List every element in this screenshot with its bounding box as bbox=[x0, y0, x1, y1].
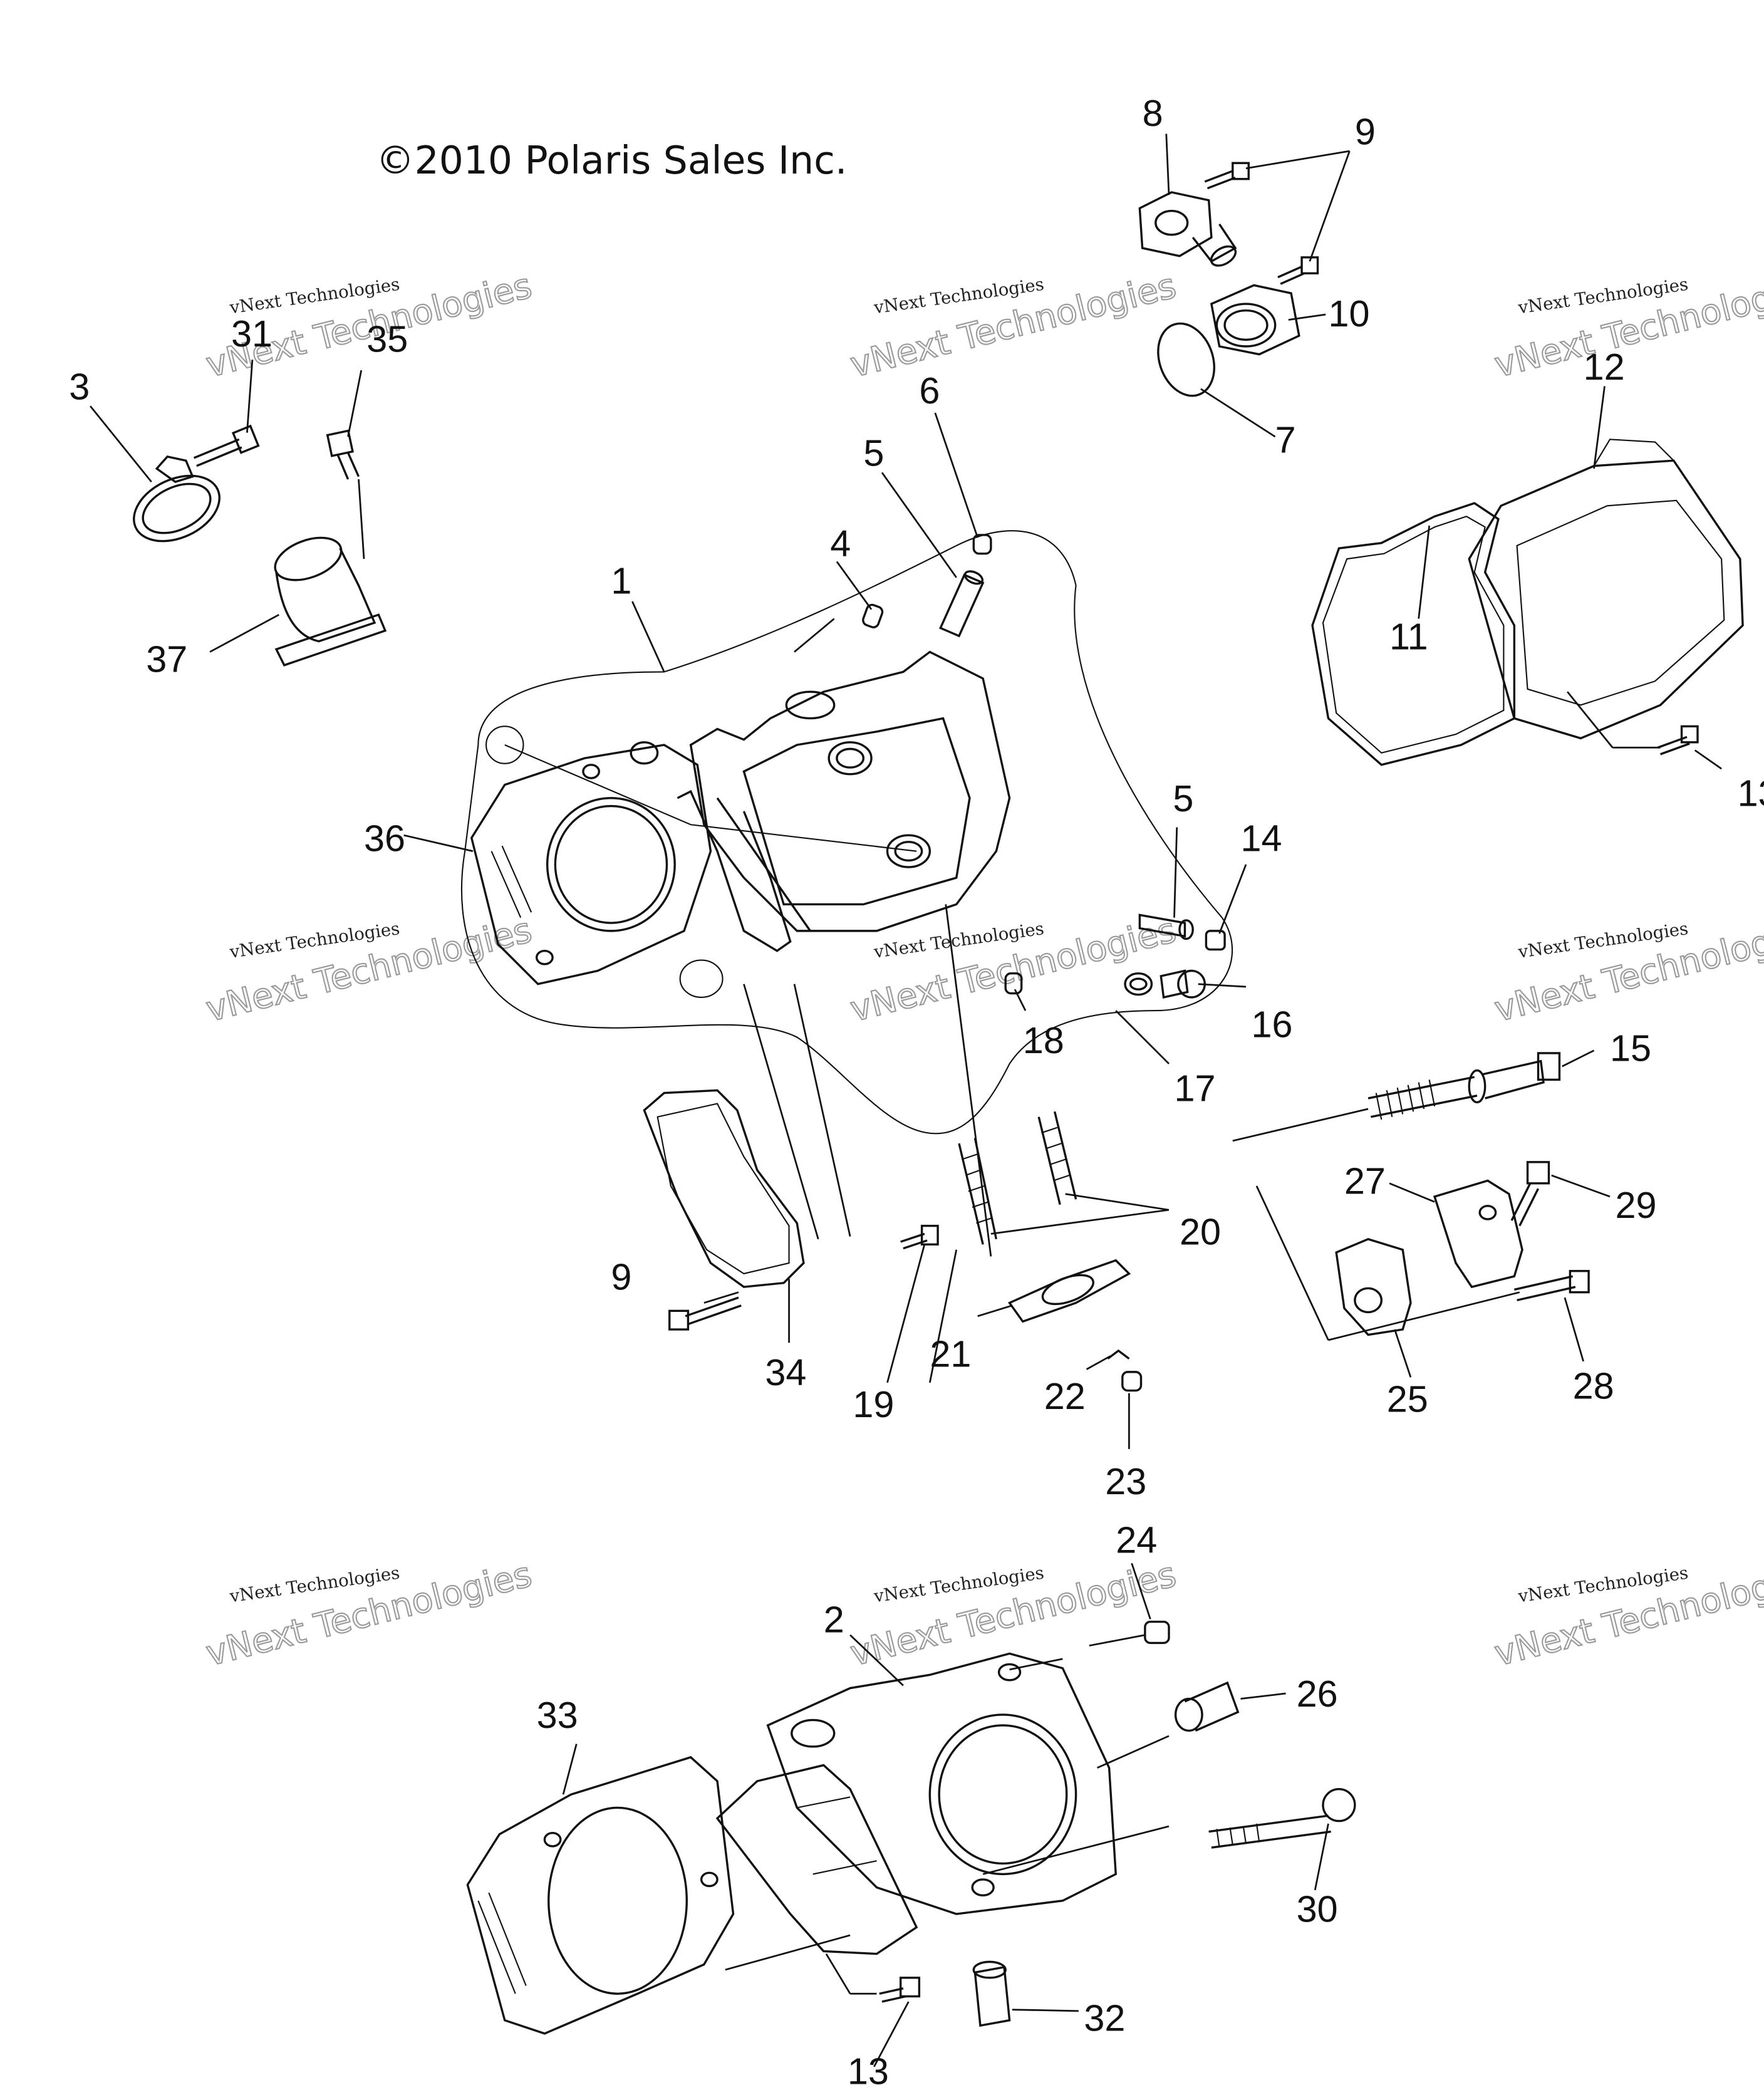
locating-dowel-18 bbox=[1004, 972, 1023, 995]
outlet-screw-lower bbox=[1277, 256, 1319, 285]
callout-16: 16 bbox=[1251, 1004, 1292, 1046]
callout-21: 21 bbox=[930, 1333, 971, 1375]
exhaust-gasket bbox=[1007, 1259, 1131, 1323]
leader-lines bbox=[90, 133, 1722, 2067]
cylinder-dowel bbox=[1144, 1620, 1170, 1645]
tensioner-bolt bbox=[1513, 1270, 1590, 1302]
head-nut bbox=[1205, 930, 1226, 951]
callout-11: 11 bbox=[1389, 615, 1428, 657]
side-cover-screw bbox=[668, 1296, 742, 1331]
tensioner-bracket bbox=[1433, 1179, 1523, 1289]
watermark-bottom-center: vNext Technologies vNext Technologies bbox=[846, 1554, 1180, 1675]
watermark-bottom-right: vNext Technologies vNext Technologies bbox=[1490, 1554, 1764, 1675]
exhaust-stud-right bbox=[1037, 1111, 1077, 1205]
intake-boot bbox=[274, 536, 387, 667]
watermark-mid-right: vNext Technologies vNext Technologies bbox=[1490, 910, 1764, 1031]
locating-dowel-4 bbox=[862, 603, 884, 628]
clamp-screw bbox=[193, 424, 260, 467]
head-plug bbox=[972, 534, 992, 555]
callout-32: 32 bbox=[1084, 1997, 1125, 2039]
callout-36: 36 bbox=[364, 818, 405, 860]
watermark-mid-left: vNext Technologies vNext Technologies bbox=[202, 910, 536, 1031]
cam-chain-cover-gasket bbox=[677, 789, 811, 952]
valve-cover bbox=[1468, 439, 1744, 740]
callout-4: 4 bbox=[830, 523, 851, 564]
callout-1: 1 bbox=[611, 559, 631, 601]
callout-3: 3 bbox=[69, 366, 90, 408]
callout-33: 33 bbox=[537, 1694, 578, 1736]
callout-5-lower: 5 bbox=[1173, 777, 1193, 819]
callout-34: 34 bbox=[765, 1351, 806, 1393]
side-cover bbox=[643, 1089, 805, 1288]
callout-37: 37 bbox=[146, 638, 187, 680]
watermark-bottom-left: vNext Technologies vNext Technologies bbox=[202, 1554, 536, 1675]
thermostat-housing bbox=[1210, 284, 1300, 356]
callout-29: 29 bbox=[1616, 1184, 1657, 1226]
callout-30: 30 bbox=[1297, 1888, 1338, 1930]
callout-22: 22 bbox=[1044, 1375, 1086, 1417]
callout-9-lower: 9 bbox=[611, 1256, 631, 1297]
cylinder-bolt bbox=[1208, 1788, 1356, 1849]
callout-17: 17 bbox=[1175, 1067, 1216, 1109]
callout-10: 10 bbox=[1328, 293, 1369, 335]
plug-washer bbox=[1124, 972, 1153, 996]
callout-23: 23 bbox=[1105, 1460, 1146, 1502]
callout-8: 8 bbox=[1143, 92, 1163, 134]
callout-5-upper: 5 bbox=[863, 432, 884, 474]
head-bolt bbox=[1367, 1052, 1561, 1120]
cylinder-fitting bbox=[972, 1960, 1011, 2027]
cylinder-small-bolt bbox=[879, 1977, 921, 2003]
chain-tensioner bbox=[1335, 1238, 1412, 1336]
watermark-top-center: vNext Technologies vNext Technologies bbox=[846, 265, 1180, 386]
valve-guide-lower bbox=[1138, 913, 1194, 940]
callout-24: 24 bbox=[1116, 1519, 1157, 1561]
callout-6: 6 bbox=[919, 370, 940, 412]
callout-19: 19 bbox=[853, 1383, 894, 1425]
coolant-fitting bbox=[1174, 1681, 1240, 1732]
watermark-top-right: vNext Technologies vNext Technologies bbox=[1490, 265, 1764, 386]
callout-7: 7 bbox=[1275, 419, 1296, 461]
intake-bolt bbox=[326, 429, 360, 480]
bracket-bolt bbox=[1510, 1161, 1550, 1227]
valve-keeper bbox=[1107, 1349, 1130, 1360]
callout-31: 31 bbox=[231, 313, 272, 355]
callout-18: 18 bbox=[1023, 1019, 1064, 1061]
valve-retainer bbox=[1121, 1371, 1143, 1392]
callout-28: 28 bbox=[1573, 1365, 1614, 1406]
cylinder-head-assembly bbox=[460, 530, 1233, 1135]
cover-screw-19 bbox=[900, 1224, 939, 1250]
thermostat-gasket bbox=[1157, 322, 1216, 397]
callout-14: 14 bbox=[1241, 818, 1282, 860]
callout-27: 27 bbox=[1344, 1160, 1386, 1202]
callout-12: 12 bbox=[1584, 346, 1625, 388]
callout-25: 25 bbox=[1387, 1378, 1428, 1420]
copyright-notice: ©2010 Polaris Sales Inc. bbox=[376, 138, 847, 183]
callout-20: 20 bbox=[1180, 1210, 1221, 1252]
callout-13-right: 13 bbox=[1738, 772, 1764, 814]
callout-26: 26 bbox=[1297, 1673, 1338, 1715]
callout-9-upper: 9 bbox=[1355, 111, 1376, 153]
cylinder bbox=[766, 1652, 1117, 1915]
water-outlet-elbow bbox=[1138, 191, 1237, 267]
cylinder-base-gasket bbox=[466, 1755, 735, 2035]
callout-13-bottom: 13 bbox=[848, 2050, 889, 2085]
hose-clamp bbox=[133, 455, 220, 543]
valve-cover-gasket bbox=[1311, 502, 1516, 766]
head-gasket bbox=[470, 741, 712, 985]
outlet-screw-upper bbox=[1204, 162, 1250, 190]
cylinder-side-gasket bbox=[715, 1764, 918, 1955]
callout-35: 35 bbox=[366, 318, 408, 360]
callout-15: 15 bbox=[1610, 1027, 1651, 1069]
callout-labels: 1 2 3 4 5 5 6 7 8 9 9 10 11 12 13 13 14 … bbox=[69, 92, 1764, 2085]
valve-cover-bolt bbox=[1657, 725, 1699, 756]
valve-guide-upper bbox=[939, 570, 985, 638]
callout-2: 2 bbox=[824, 1598, 844, 1640]
